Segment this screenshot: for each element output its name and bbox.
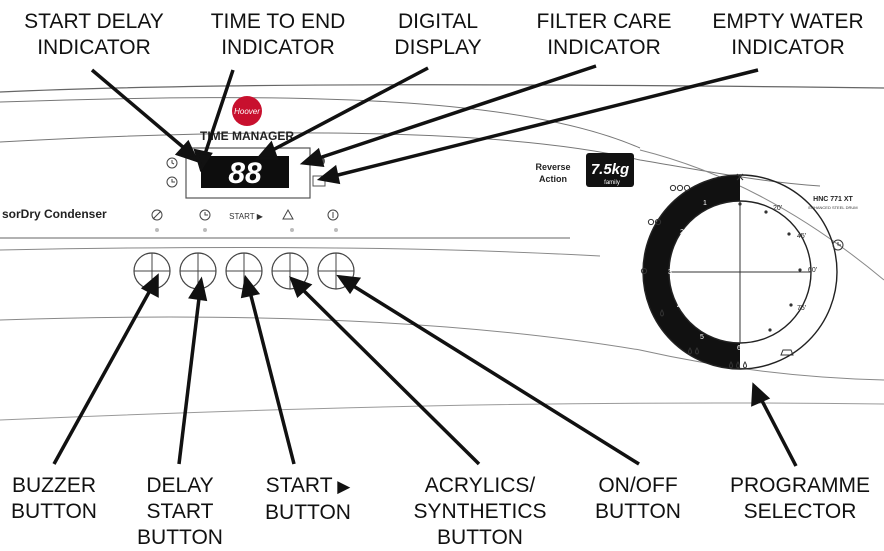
dial-tick-dots — [738, 202, 802, 332]
reverse-action-line2: Action — [539, 174, 567, 184]
callout-line: FILTER CARE — [536, 10, 672, 33]
capacity-value: 7.5kg — [591, 161, 629, 178]
dial-number: 6 — [737, 345, 741, 352]
callout-line: TIME TO END — [210, 10, 346, 33]
model-name: sorDry Condenser — [2, 207, 107, 221]
callout-buzzer-button: BUZZER BUTTON — [2, 473, 106, 525]
callout-line: BUTTON — [595, 500, 681, 523]
buzzer-symbol-icon — [151, 209, 163, 221]
panel-right-curve — [639, 149, 884, 281]
callout-line: DISPLAY — [394, 36, 482, 59]
model-code: HNC 771 XT — [813, 196, 853, 203]
dial-minutes: 20' — [773, 205, 782, 212]
digital-display — [201, 156, 289, 188]
dry-level-icons — [640, 184, 691, 275]
callout-line: SYNTHETICS — [413, 500, 547, 523]
callout-line: PROGRAMME — [729, 474, 870, 497]
callout-empty-water: EMPTY WATER INDICATOR — [700, 9, 876, 61]
dial-number: 2 — [680, 229, 684, 236]
dial-minutes: 75' — [797, 305, 806, 312]
dial-outer-ring — [642, 174, 838, 370]
acrylics-symbol-icon — [282, 208, 294, 220]
start-delay-icon — [166, 157, 178, 169]
display-digits: 88 — [228, 157, 262, 190]
panel-upper-curve — [0, 97, 641, 149]
callout-line: BUTTON — [265, 501, 351, 524]
on-off-symbol-icon — [327, 209, 339, 221]
panel-button-band — [0, 247, 601, 257]
callout-programme-selector: PROGRAMME SELECTOR — [722, 473, 878, 525]
dial-minutes: 45' — [797, 233, 806, 240]
dial-number: 5 — [700, 334, 704, 341]
dial-dark-arc — [643, 175, 741, 369]
callout-digital-display: DIGITAL DISPLAY — [388, 9, 488, 61]
cool-icon — [736, 173, 744, 181]
capacity-sub: family — [604, 180, 620, 186]
callout-line: INDICATOR — [221, 36, 335, 59]
dial-number: 3 — [668, 269, 672, 276]
callout-line: ON/OFF — [598, 474, 678, 497]
callout-line: SELECTOR — [743, 500, 857, 523]
display-housing — [185, 147, 311, 199]
brand-logo-text: Hoover — [234, 107, 260, 116]
time-to-end-icon — [166, 176, 178, 188]
callout-line: EMPTY WATER — [712, 10, 864, 33]
time-manager-label: TIME MANAGER — [200, 129, 294, 143]
callout-time-to-end: TIME TO END INDICATOR — [196, 9, 360, 61]
callout-acrylics-synthetics-button: ACRYLICS/ SYNTHETICS BUTTON — [410, 473, 550, 551]
dial-number: 1 — [703, 200, 707, 207]
iron-icon — [780, 349, 794, 356]
callout-line: INDICATOR — [37, 36, 151, 59]
start-symbol-label: START ▶ — [229, 212, 264, 221]
callout-line: DIGITAL — [397, 10, 479, 33]
callout-start-delay: START DELAY INDICATOR — [8, 9, 180, 61]
callout-delay-start-button: DELAY START BUTTON — [128, 473, 232, 551]
panel-top-edge — [0, 84, 884, 93]
callout-line: ACRYLICS/ — [424, 474, 536, 497]
timer-icon — [832, 239, 844, 251]
callout-line: BUTTON — [11, 500, 97, 523]
dial-minutes: 60' — [808, 267, 817, 274]
callout-line: INDICATOR — [731, 36, 845, 59]
callout-line: DELAY — [146, 474, 214, 497]
callout-line: START DELAY — [24, 10, 164, 33]
callout-filter-care: FILTER CARE INDICATOR — [530, 9, 678, 61]
panel-bottom-edge — [0, 402, 884, 421]
model-sub: ENHANCED STEEL DRUM — [808, 205, 857, 210]
callout-line: START — [146, 500, 214, 523]
callout-start-button: START BUTTON — [252, 473, 364, 526]
callout-line: START — [252, 473, 364, 500]
led-dots — [155, 228, 338, 232]
callout-line: BUTTON — [437, 526, 523, 549]
callout-on-off-button: ON/OFF BUTTON — [586, 473, 690, 525]
callout-line: BUTTON — [137, 526, 223, 549]
callout-line: BUZZER — [12, 474, 96, 497]
reverse-action-line1: Reverse — [535, 162, 570, 172]
programme-selector[interactable]: 1 2 3 4 5 6 20' 45' 60' 75' — [642, 174, 838, 370]
panel-console-curve — [0, 132, 821, 187]
droplet-icons — [660, 309, 747, 369]
callout-line: INDICATOR — [547, 36, 661, 59]
delay-start-symbol-icon — [199, 209, 211, 221]
capacity-badge — [586, 153, 634, 187]
panel-lower-curve — [0, 316, 884, 381]
dial-number: 4 — [677, 303, 681, 310]
callout-arrows — [52, 64, 798, 467]
brand-logo-icon — [232, 96, 262, 126]
